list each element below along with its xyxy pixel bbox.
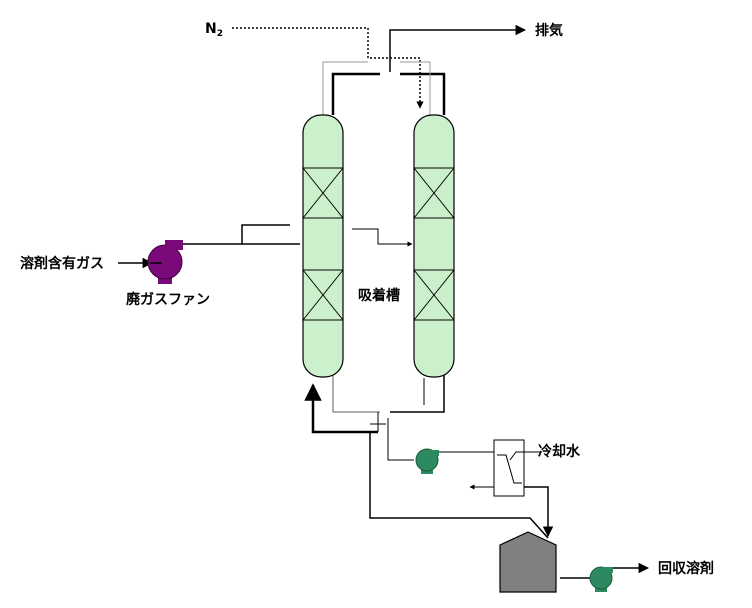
inlet-gas-line — [118, 224, 300, 269]
n2-label: N2 — [205, 21, 223, 39]
n2-line — [232, 27, 424, 109]
column-top-piping — [322, 61, 446, 115]
exhaust-label: 排気 — [535, 22, 563, 39]
recovery-tank — [499, 531, 557, 593]
adsorption-tank-label: 吸着槽 — [358, 287, 400, 304]
crossover-line — [352, 228, 413, 247]
fan-label: 廃ガスファン — [126, 291, 210, 308]
condensate-piping — [387, 418, 650, 579]
adsorption-column-1 — [302, 114, 344, 378]
column-bottom-piping — [304, 375, 549, 539]
pump-icon-1 — [415, 448, 439, 474]
pump-icon-2 — [589, 566, 613, 592]
heat-exchanger-icon — [493, 439, 540, 497]
cooling-water-label: 冷却水 — [538, 443, 581, 460]
exhaust-fan-icon — [147, 240, 183, 284]
exhaust-line — [389, 24, 527, 72]
solvent-gas-label: 溶剤含有ガス — [20, 255, 104, 272]
adsorption-column-2 — [413, 114, 455, 378]
recovered-solvent-label: 回収溶剤 — [658, 560, 714, 577]
